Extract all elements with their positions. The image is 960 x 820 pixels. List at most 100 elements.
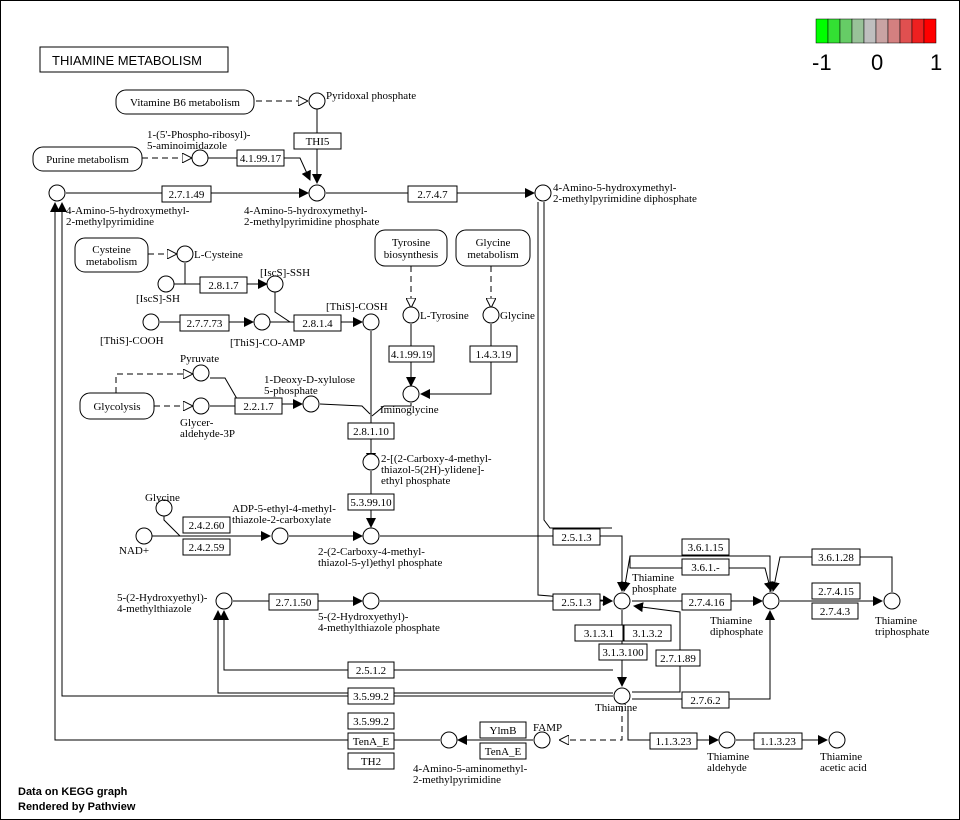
enzyme-2-7-4-16[interactable]: 2.7.4.16 bbox=[681, 593, 732, 611]
enzyme-2-8-1-7[interactable]: 2.8.1.7 bbox=[199, 276, 248, 294]
compound-hmppp[interactable]: 4-Amino-5-hydroxymethyl-2-methylpyrimidi… bbox=[534, 182, 697, 205]
enzyme-2-8-1-4[interactable]: 2.8.1.4 bbox=[293, 314, 342, 332]
enzyme-label: 2.4.2.60 bbox=[189, 520, 225, 532]
enzyme-2-2-1-7[interactable]: 2.2.1.7 bbox=[234, 397, 283, 415]
compound-thzp[interactable]: 5-(2-Hydroxyethyl)-4-methylthiazole phos… bbox=[318, 592, 440, 634]
compound-iscsh[interactable]: [IscS]-SH bbox=[136, 275, 180, 305]
compound-amp[interactable]: 4-Amino-5-aminomethyl-2-methylpyrimidine bbox=[413, 731, 528, 786]
enzyme-label: YlmB bbox=[490, 725, 517, 737]
compound-label: triphosphate bbox=[875, 626, 929, 638]
enzyme-3-1-3-1[interactable]: 3.1.3.1 bbox=[574, 624, 624, 642]
enzyme-3-5-99-2[interactable]: 3.5.99.2 bbox=[347, 712, 395, 730]
enzyme-2-7-1-49[interactable]: 2.7.1.49 bbox=[161, 185, 212, 203]
compound-hmp[interactable]: 4-Amino-5-hydroxymethyl-2-methylpyrimidi… bbox=[48, 184, 190, 228]
compound-label: 4-Amino-5-hydroxymethyl- bbox=[244, 205, 368, 217]
enzyme-2-7-4-3[interactable]: 2.7.4.3 bbox=[811, 602, 859, 620]
compound-pyrphos[interactable]: Pyridoxal phosphate bbox=[308, 90, 416, 110]
enzyme-1-4-3-19[interactable]: 1.4.3.19 bbox=[469, 345, 518, 363]
compound-gly[interactable]: Glycine bbox=[482, 306, 535, 324]
enzyme-ylmb[interactable]: YlmB bbox=[479, 721, 527, 739]
enzyme-5-3-99-10[interactable]: 5.3.99.10 bbox=[347, 493, 395, 511]
enzyme-tena-e[interactable]: TenA_E bbox=[347, 732, 395, 750]
compound-label: L-Cysteine bbox=[194, 249, 243, 261]
compound-hmpp[interactable]: 4-Amino-5-hydroxymethyl-2-methylpyrimidi… bbox=[244, 184, 379, 228]
compound-famp[interactable]: FAMP bbox=[533, 722, 562, 749]
compound-thiamine[interactable]: Thiamine bbox=[595, 687, 637, 714]
enzyme-1-1-3-23[interactable]: 1.1.3.23 bbox=[649, 732, 698, 750]
pathway-title: THIAMINE METABOLISM bbox=[52, 53, 202, 68]
enzyme-2-7-4-7[interactable]: 2.7.4.7 bbox=[407, 185, 458, 203]
legend-cell bbox=[887, 18, 901, 44]
enzyme-3-6-1-15[interactable]: 3.6.1.15 bbox=[681, 538, 730, 556]
enzyme-4-1-99-19[interactable]: 4.1.99.19 bbox=[388, 345, 435, 363]
enzyme-2-8-1-10[interactable]: 2.8.1.10 bbox=[347, 422, 395, 440]
enzyme-2-7-1-50[interactable]: 2.7.1.50 bbox=[268, 593, 319, 611]
enzyme-2-4-2-60[interactable]: 2.4.2.60 bbox=[182, 516, 231, 534]
enzyme-th2[interactable]: TH2 bbox=[347, 752, 395, 770]
enzyme-2-4-2-59[interactable]: 2.4.2.59 bbox=[182, 538, 231, 556]
compound-iscssh[interactable]: [IscS]-SSH bbox=[260, 267, 310, 293]
compound-label: thiazol-5-yl)ethyl phosphate bbox=[318, 557, 442, 569]
enzyme-2-5-1-3[interactable]: 2.5.1.3 bbox=[552, 593, 601, 611]
compound-thz[interactable]: 5-(2-Hydroxyethyl)-4-methylthiazole bbox=[117, 592, 233, 615]
compound-label: Iminoglycine bbox=[380, 404, 439, 416]
compound-thisamp[interactable]: [ThiS]-CO-AMP bbox=[230, 313, 305, 349]
enzyme-2-7-7-73[interactable]: 2.7.7.73 bbox=[179, 314, 230, 332]
compound-label: 2-methylpyrimidine bbox=[66, 216, 154, 228]
enzyme-label: 2.8.1.7 bbox=[208, 280, 239, 292]
enzyme-2-5-1-2[interactable]: 2.5.1.2 bbox=[347, 661, 395, 679]
legend-cell bbox=[863, 18, 877, 44]
compound-ltyr[interactable]: L-Tyrosine bbox=[402, 306, 469, 324]
compound-air[interactable]: 1-(5'-Phospho-ribosyl)-5-aminoimidazole bbox=[147, 129, 251, 167]
compound-cmtep[interactable]: 2-(2-Carboxy-4-methyl-thiazol-5-yl)ethyl… bbox=[318, 527, 442, 569]
enzyme-3-1-3-100[interactable]: 3.1.3.100 bbox=[598, 643, 648, 661]
enzyme-4-1-99-17[interactable]: 4.1.99.17 bbox=[236, 149, 285, 167]
compound-thiscooh[interactable]: [ThiS]-COOH bbox=[100, 313, 164, 347]
enzyme-1-1-3-23[interactable]: 1.1.3.23 bbox=[753, 732, 803, 750]
map-node-b6[interactable]: Vitamine B6 metabolism bbox=[115, 89, 255, 115]
compound-thisco[interactable]: [ThiS]-COSH bbox=[326, 301, 388, 331]
compound-label: 5-(2-Hydroxyethyl)- bbox=[318, 611, 409, 623]
compound-nad[interactable]: NAD+ bbox=[119, 527, 153, 557]
compound-g3p[interactable]: Glycer-aldehyde-3P bbox=[180, 397, 235, 440]
enzyme-2-7-6-2[interactable]: 2.7.6.2 bbox=[681, 691, 730, 709]
edges bbox=[50, 101, 893, 745]
enzyme-3-1-3-2[interactable]: 3.1.3.2 bbox=[623, 624, 672, 642]
compound-label: 2-methylpyrimidine phosphate bbox=[244, 216, 379, 228]
enzyme-2-7-1-89[interactable]: 2.7.1.89 bbox=[655, 649, 701, 667]
map-label: Glycine bbox=[476, 237, 511, 249]
compound-lcys[interactable]: L-Cysteine bbox=[176, 245, 243, 263]
enzyme-2-5-1-3[interactable]: 2.5.1.3 bbox=[552, 528, 601, 546]
enzyme-tena-e[interactable]: TenA_E bbox=[479, 742, 527, 760]
compound-gly2[interactable]: Glycine bbox=[145, 492, 180, 517]
enzyme-3-5-99-2[interactable]: 3.5.99.2 bbox=[347, 687, 395, 705]
compound-imino[interactable]: Iminoglycine bbox=[380, 385, 439, 416]
legend-cell bbox=[911, 18, 925, 44]
compound-adp[interactable]: ADP-5-ethyl-4-methyl-thiazole-2-carboxyl… bbox=[232, 503, 336, 545]
compound-pyr[interactable]: Pyruvate bbox=[180, 353, 219, 382]
enzyme-3-6-1-[interactable]: 3.6.1.- bbox=[681, 558, 730, 576]
compound-label: ADP-5-ethyl-4-methyl- bbox=[232, 503, 336, 515]
compound-cmtp[interactable]: 2-[(2-Carboxy-4-methyl-thiazol-5(2H)-yli… bbox=[362, 453, 492, 487]
enzyme-thi5[interactable]: THI5 bbox=[293, 132, 342, 150]
enzyme-label: 4.1.99.19 bbox=[391, 349, 433, 361]
compound-label: Thiamine bbox=[710, 615, 752, 627]
enzyme-label: 2.7.6.2 bbox=[690, 695, 720, 707]
enzyme-3-6-1-28[interactable]: 3.6.1.28 bbox=[811, 548, 861, 566]
map-node-glycol[interactable]: Glycolysis bbox=[79, 392, 155, 420]
enzyme-2-7-4-15[interactable]: 2.7.4.15 bbox=[811, 582, 861, 600]
map-node-purine[interactable]: Purine metabolism bbox=[32, 146, 143, 172]
compound-label: [IscS]-SSH bbox=[260, 267, 310, 279]
enzyme-label: 2.7.1.50 bbox=[276, 597, 312, 609]
